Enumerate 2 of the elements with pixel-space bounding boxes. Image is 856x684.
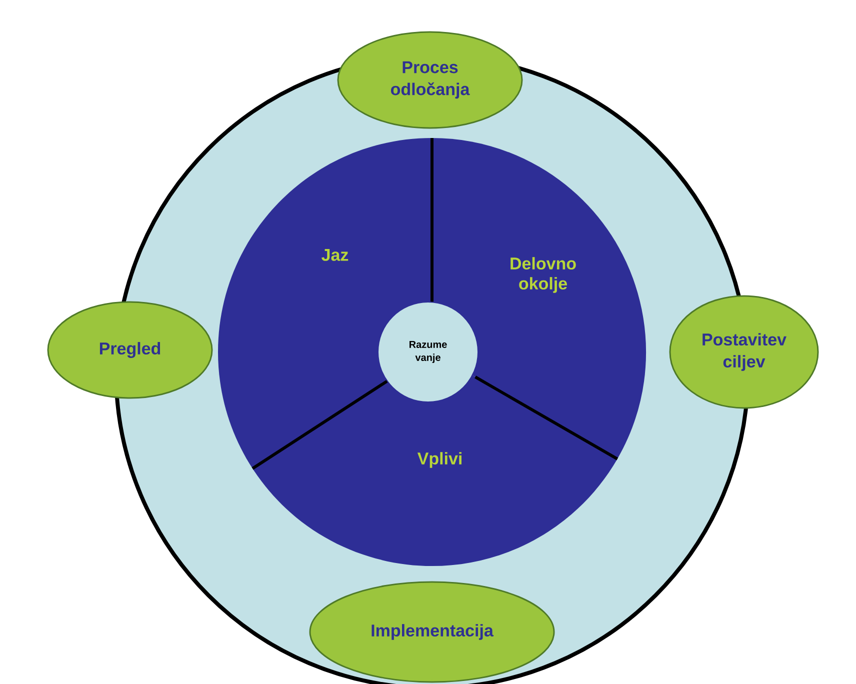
node-label: Jaz	[322, 249, 348, 261]
node-label: Delovno okolje	[510, 257, 576, 293]
